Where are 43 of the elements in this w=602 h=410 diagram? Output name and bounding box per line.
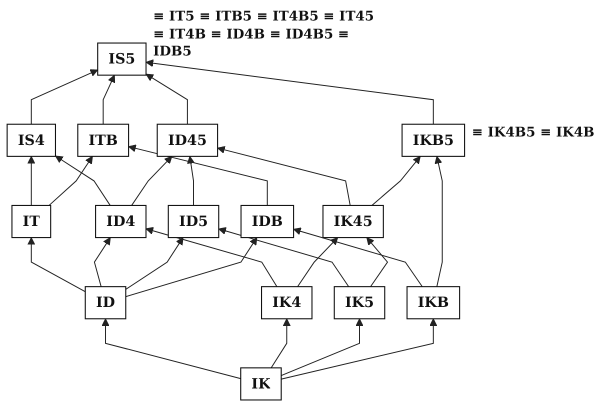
arrow xyxy=(131,156,172,206)
node-box xyxy=(406,286,460,320)
arrow xyxy=(297,237,338,288)
node-box xyxy=(77,124,130,157)
node-box xyxy=(240,204,294,238)
equivalence-note: ≡ IT5 ≡ ITB5 ≡ IT4B5 ≡ IT45 ≡ IT4B ≡ ID4B ≡ ID4B5 ≡ IDB5 xyxy=(153,8,376,60)
arrow xyxy=(270,318,291,368)
arrow xyxy=(366,237,388,288)
arrow xyxy=(371,156,421,206)
arrow xyxy=(48,156,93,206)
node-box xyxy=(156,124,218,157)
node-box xyxy=(95,204,147,238)
node-box xyxy=(6,124,56,157)
node-box xyxy=(402,124,466,157)
arrow xyxy=(146,59,434,125)
equivalence-note: ≡ IK4B5 ≡ IK4B xyxy=(472,124,594,142)
arrow xyxy=(125,237,184,290)
arrow xyxy=(94,237,111,288)
arrow xyxy=(146,226,278,288)
node-box xyxy=(168,204,220,238)
arrow xyxy=(102,318,242,380)
arrow xyxy=(434,156,443,288)
node-box xyxy=(322,204,384,238)
arrow xyxy=(146,74,188,125)
node-box xyxy=(240,367,282,401)
arrow xyxy=(280,318,364,376)
arrow xyxy=(218,227,350,288)
node-box xyxy=(261,286,313,320)
arrow xyxy=(128,144,268,206)
node-box xyxy=(84,286,126,320)
node-box xyxy=(97,42,147,76)
arrow xyxy=(55,156,111,206)
arrow xyxy=(27,237,86,292)
arrow xyxy=(187,156,195,206)
arrow xyxy=(27,156,36,206)
arrow xyxy=(280,318,438,380)
node-box xyxy=(334,286,386,320)
arrow xyxy=(125,237,258,298)
arrow xyxy=(30,69,98,125)
arrow xyxy=(217,146,351,206)
node-box xyxy=(11,204,52,238)
arrow xyxy=(102,74,116,125)
arrow xyxy=(293,227,423,288)
